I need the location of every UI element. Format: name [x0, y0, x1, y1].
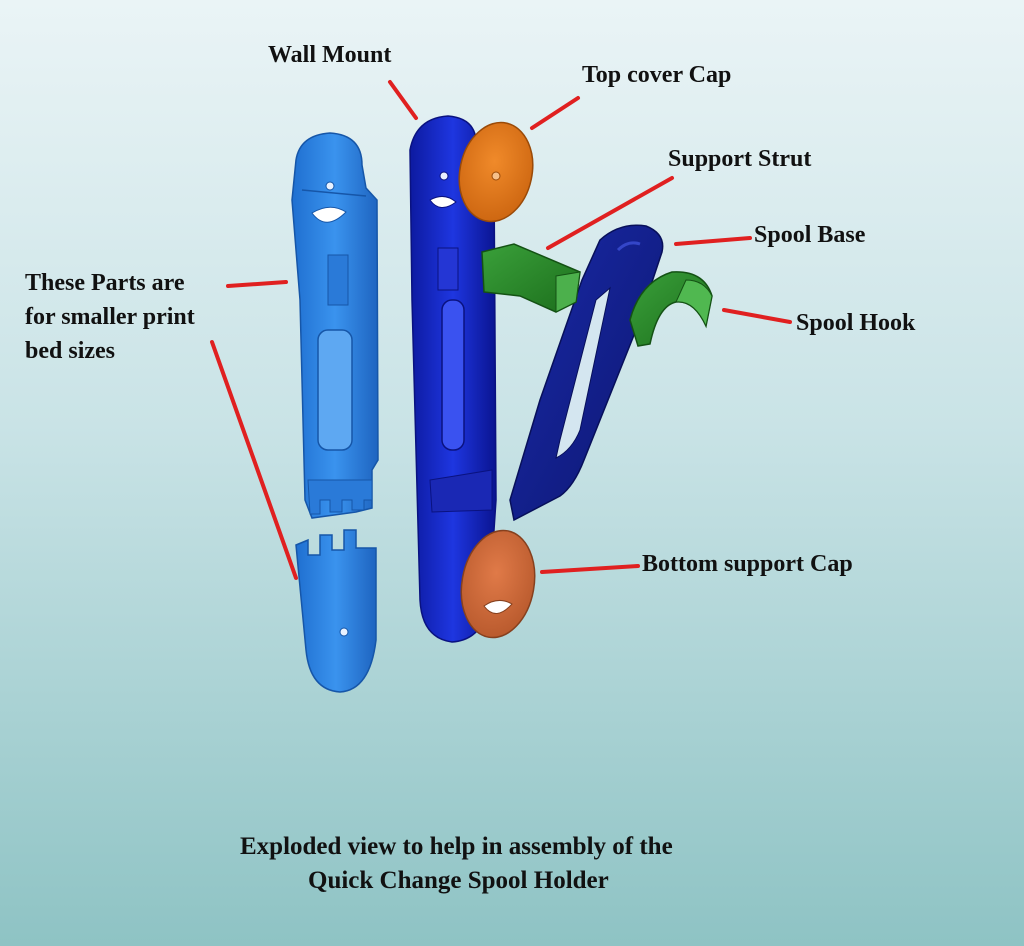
leader-line-small-parts-lower: [210, 340, 298, 580]
label-wall-mount: Wall Mount: [268, 42, 392, 68]
spool-base-part: [509, 224, 664, 522]
small-wall-mount-upper-part: [291, 132, 379, 519]
caption-line1: Exploded view to help in assembly of the: [240, 833, 673, 860]
leader-line-spool-base: [674, 236, 752, 246]
leader-line-small-parts-upper: [226, 280, 288, 288]
leader-lines: [210, 80, 792, 580]
small-wall-mount-lower-part: [295, 529, 377, 693]
label-spool-base: Spool Base: [754, 222, 866, 248]
wall-mount-part: [409, 115, 497, 643]
leader-line-bottom-support-cap: [540, 564, 640, 574]
leader-line-support-strut: [546, 176, 674, 250]
leader-line-spool-hook: [722, 308, 792, 324]
caption-line2: Quick Change Spool Holder: [308, 867, 609, 894]
bottom-support-cap-part: [460, 529, 536, 639]
label-small-parts-line3: bed sizes: [25, 338, 115, 364]
label-top-cover-cap: Top cover Cap: [582, 62, 732, 88]
label-spool-hook: Spool Hook: [796, 310, 916, 336]
leader-line-wall-mount: [388, 80, 418, 120]
top-cover-cap-part: [458, 121, 534, 223]
label-small-parts-line1: These Parts are: [25, 270, 185, 296]
leader-line-top-cover-cap: [530, 96, 580, 130]
label-small-parts-line2: for smaller print: [25, 304, 195, 330]
label-support-strut: Support Strut: [668, 146, 812, 172]
spool-hook-part: [629, 271, 713, 347]
label-bottom-support-cap: Bottom support Cap: [642, 551, 853, 577]
support-strut-part: [481, 243, 581, 313]
